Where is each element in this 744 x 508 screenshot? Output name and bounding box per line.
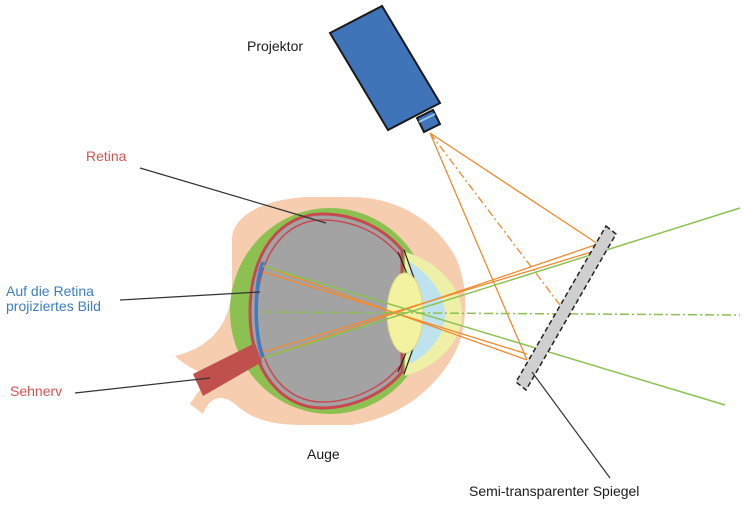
optic-nerve-label: Sehnerv [10,383,63,399]
projected-image-on-retina [254,261,265,359]
leader-lines [74,167,611,479]
projector-label: Projektor [247,38,304,54]
projected-image-label-line2: projiziertes Bild [6,298,101,314]
eye-label: Auge [307,446,340,462]
projected-image-label-line1: Auf die Retina [6,283,94,299]
retina-label: Retina [86,148,127,164]
ambient-rays [262,207,741,406]
optic-nerve [193,343,262,396]
mirror-label: Semi-transparenter Spiegel [469,483,640,499]
vitreous-body [248,212,404,410]
semi-transparent-mirror [515,224,617,392]
projector [328,4,442,134]
